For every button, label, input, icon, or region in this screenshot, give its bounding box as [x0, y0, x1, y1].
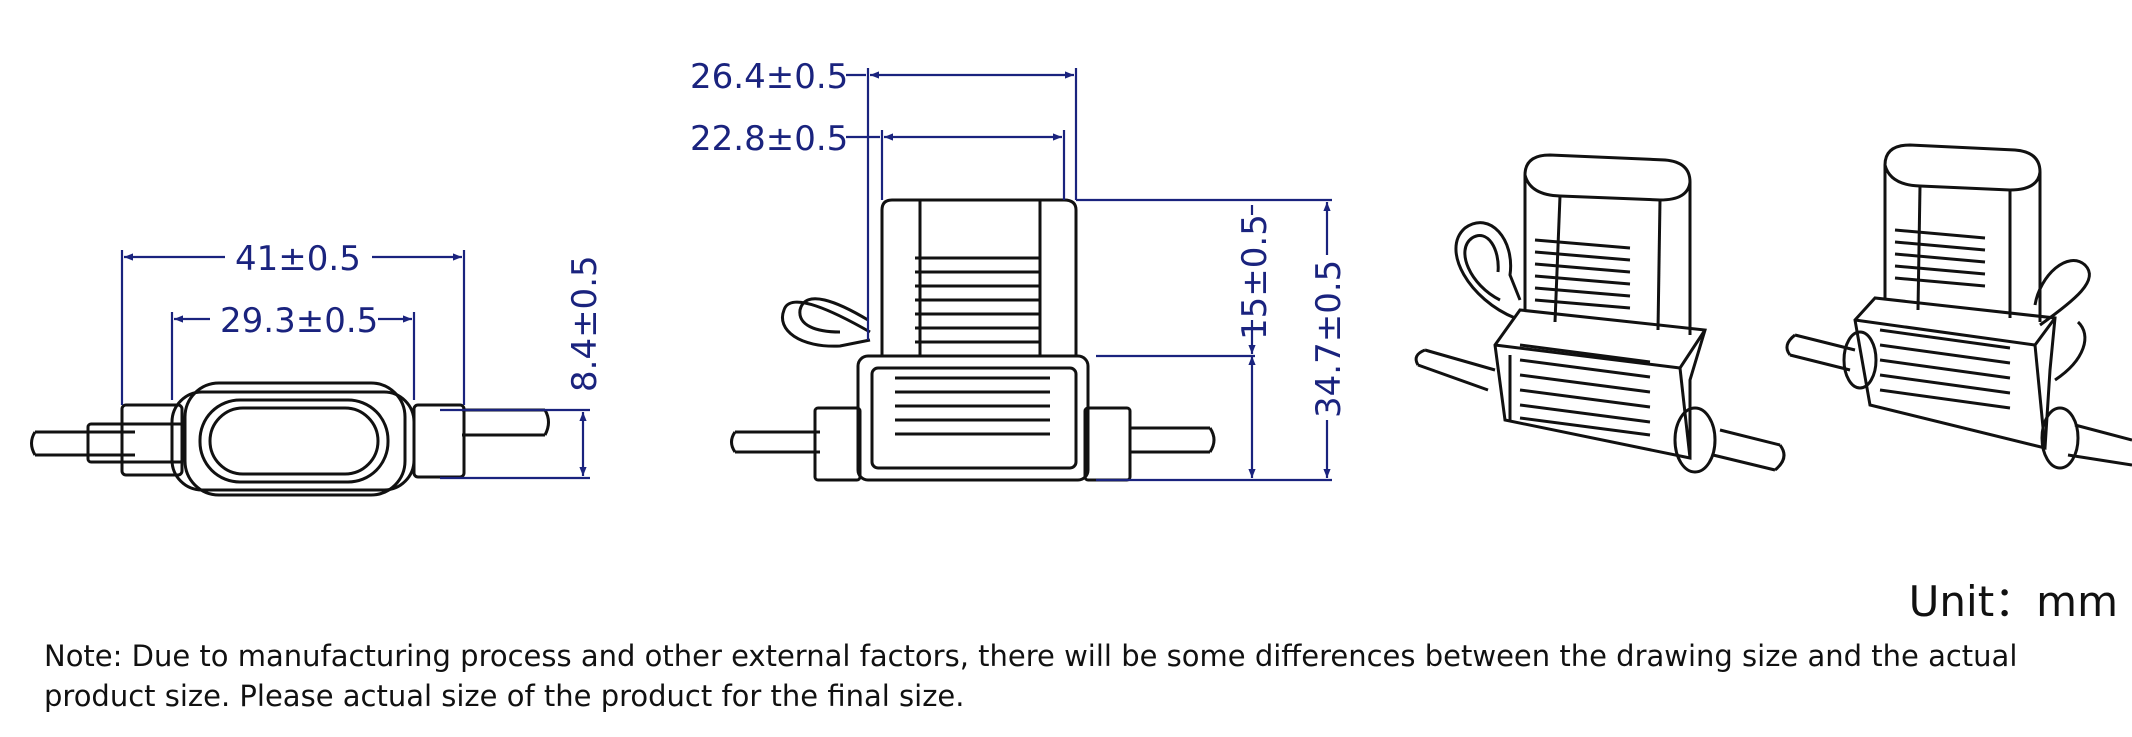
dim-front-total-height: 34.7±0.5 [1309, 260, 1349, 418]
front-view-dimensions [846, 68, 1332, 482]
unit-label: Unit：mm [1908, 577, 2118, 626]
dim-top-length: 41±0.5 [235, 239, 361, 279]
top-view-dimensions [120, 250, 590, 480]
front-view [730, 198, 1216, 482]
isometric-view-left [1414, 153, 1786, 474]
isometric-view-right [1785, 143, 2132, 470]
dim-front-cap-height: 15±0.5 [1235, 214, 1275, 340]
dim-front-inner-width: 22.8±0.5 [690, 119, 848, 159]
disclaimer-note: Note: Due to manufacturing process and o… [44, 639, 2018, 713]
dim-top-height: 8.4±0.5 [565, 255, 605, 392]
top-view [30, 381, 550, 497]
dim-front-outer-width: 26.4±0.5 [690, 57, 848, 97]
dim-top-inner-length: 29.3±0.5 [220, 301, 378, 341]
